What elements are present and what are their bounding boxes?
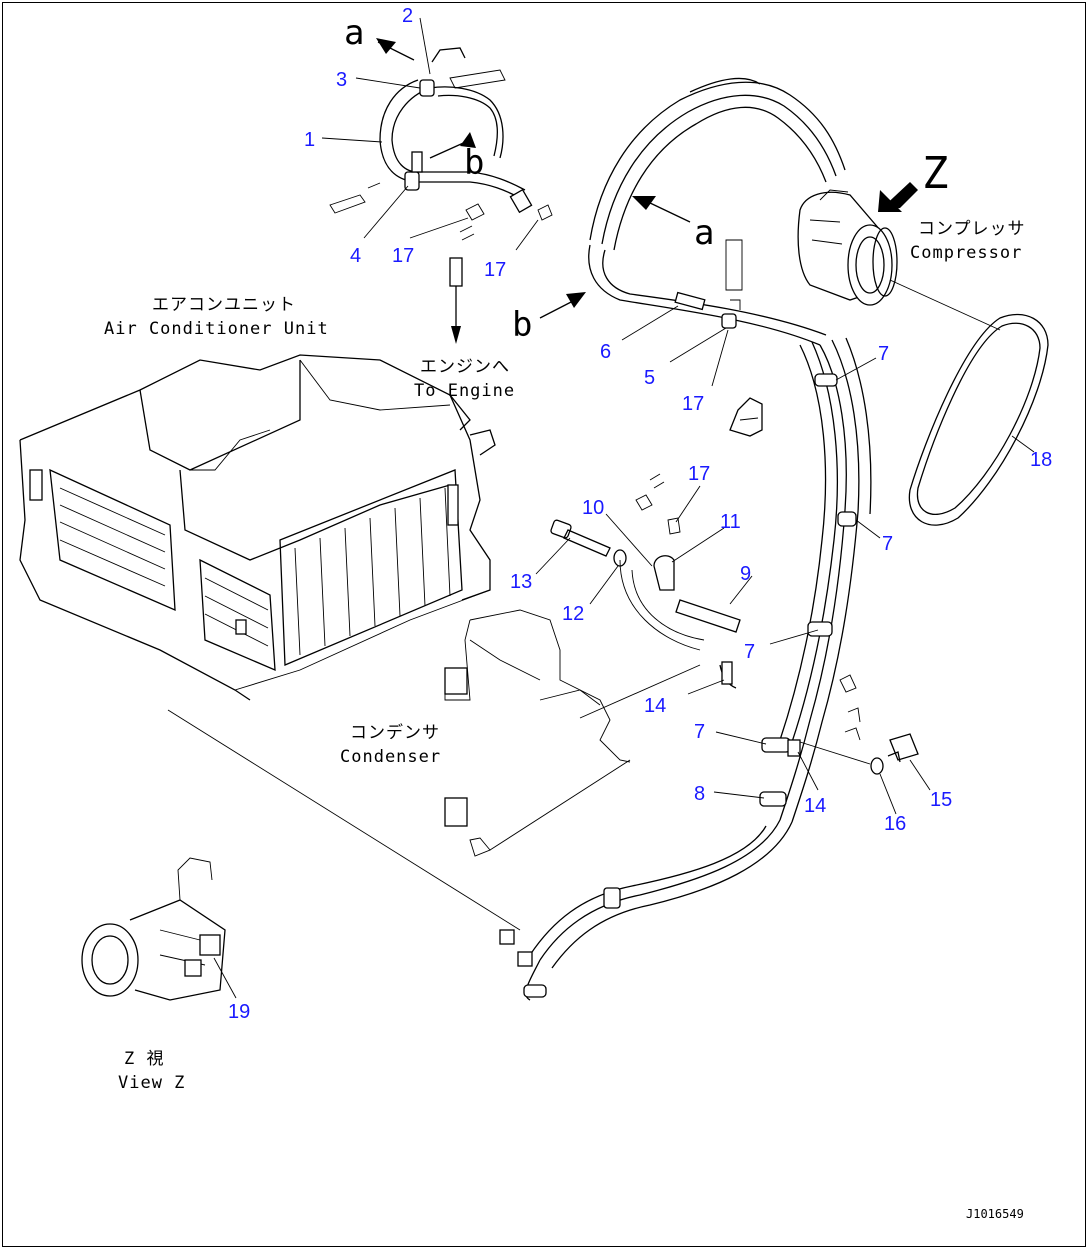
- callout-14-a: 14: [644, 695, 666, 717]
- callout-9: 9: [740, 563, 751, 585]
- ref-letter-a-top: a: [344, 13, 364, 53]
- callout-2: 2: [402, 5, 413, 27]
- callout-3: 3: [336, 69, 347, 91]
- drive-belt: [908, 313, 1049, 526]
- callout-4: 4: [350, 245, 361, 267]
- callout-1: 1: [304, 129, 315, 151]
- callout-11: 11: [720, 511, 741, 533]
- callout-15: 15: [930, 789, 952, 811]
- compressor-label-jp: コンプレッサ: [918, 219, 1026, 239]
- hose-fittings: [674, 239, 763, 437]
- ac-unit-label-en: Air Conditioner Unit: [104, 319, 329, 339]
- text-labels: コンプレッサ Compressor エアコンユニット Air Condition…: [104, 219, 1026, 1221]
- engine-label-jp: エンジンへ: [420, 357, 510, 377]
- callout-12: 12: [562, 603, 584, 625]
- callout-8: 8: [694, 783, 705, 805]
- engine-label-en: To Engine: [414, 381, 515, 401]
- ref-letter-b-top: b: [464, 143, 484, 183]
- callout-17-b: 17: [484, 259, 506, 281]
- leader-lines: [213, 17, 1035, 999]
- ref-letter-b-mid: b: [512, 305, 532, 345]
- callout-17-d: 17: [688, 463, 710, 485]
- callout-18: 18: [1030, 449, 1052, 471]
- callout-7-b: 7: [882, 533, 893, 555]
- callout-numbers: 2 3 1 4 17 17 6 5 17 7 18 7 17 10 11 9 1…: [228, 5, 1052, 1023]
- condenser-label-jp: コンデンサ: [350, 722, 440, 743]
- reference-letters: a b a b Z: [344, 13, 949, 345]
- drawing-code: J1016549: [966, 1207, 1024, 1221]
- callout-5: 5: [644, 367, 655, 389]
- callout-6: 6: [600, 341, 611, 363]
- view-z-compressor: [81, 857, 226, 1001]
- engine-connector: [449, 203, 553, 344]
- compressor-label-en: Compressor: [910, 243, 1022, 263]
- callout-17-c: 17: [682, 393, 704, 415]
- ac-unit-label-jp: エアコンユニット: [152, 295, 296, 315]
- callout-7-a: 7: [878, 343, 889, 365]
- callout-13: 13: [510, 571, 532, 593]
- bracket-hardware: [550, 473, 919, 775]
- callout-7-d: 7: [694, 721, 705, 743]
- air-conditioner-unit: [19, 354, 496, 701]
- callout-19: 19: [228, 1001, 250, 1023]
- callout-7-c: 7: [744, 641, 755, 663]
- ref-letter-z: Z: [922, 148, 949, 199]
- callout-10: 10: [582, 497, 604, 519]
- view-z-label-jp: Z 視: [124, 1049, 164, 1069]
- condenser-label-en: Condenser: [340, 747, 441, 767]
- reference-arrows: [376, 38, 918, 319]
- callout-16: 16: [884, 813, 906, 835]
- compressor: [797, 189, 1001, 331]
- callout-14-b: 14: [804, 795, 826, 817]
- ref-letter-a-mid: a: [694, 213, 714, 253]
- callout-17-a: 17: [392, 245, 414, 267]
- refrigerant-hoses: [499, 77, 872, 1001]
- hose-loop-assembly: [329, 47, 533, 214]
- condenser-bracket: [167, 609, 701, 931]
- view-z-label-en: View Z: [118, 1073, 185, 1093]
